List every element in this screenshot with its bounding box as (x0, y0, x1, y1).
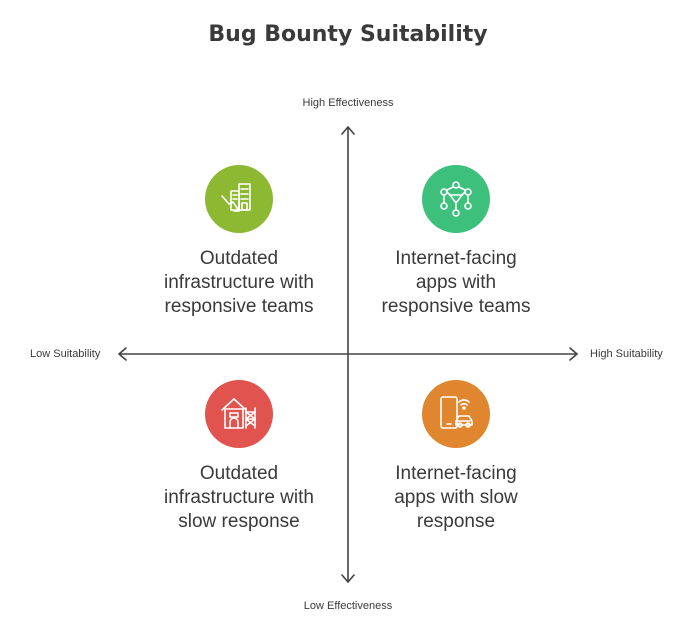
quadrant-line: infrastructure with (164, 487, 314, 508)
building-decline-icon (205, 165, 273, 233)
quadrant-line: Internet-facing (395, 463, 517, 484)
phone-car-icon (422, 380, 490, 448)
quadrant-text: Internet-facing apps with responsive tea… (356, 247, 556, 319)
axis-label-top: High Effectiveness (302, 97, 394, 109)
quadrant-line: responsive teams (164, 296, 314, 317)
quadrant-bottom-left: Outdated infrastructure with slow respon… (139, 380, 339, 534)
network-icon (422, 165, 490, 233)
quadrant-line: responsive teams (381, 296, 531, 317)
barn-icon (205, 380, 273, 448)
quadrant-line: infrastructure with (164, 272, 314, 293)
arrow-down-icon (341, 574, 355, 583)
quadrant-top-right: Internet-facing apps with responsive tea… (356, 165, 556, 319)
quadrant-top-left: Outdated infrastructure with responsive … (139, 165, 339, 319)
quadrant-text: Outdated infrastructure with responsive … (139, 247, 339, 319)
arrow-left-icon (118, 347, 127, 361)
quadrant-line: Outdated (199, 463, 279, 484)
quadrant-text: Internet-facing apps with slow response (356, 462, 556, 534)
quadrant-bottom-right: Internet-facing apps with slow response (356, 380, 556, 534)
diagram-title: Bug Bounty Suitability (208, 22, 488, 47)
axis-label-left: Low Suitability (30, 348, 101, 360)
quadrant-line: response (416, 511, 496, 532)
quadrant-line: apps with slow (394, 487, 518, 508)
axis-label-bottom: Low Effectiveness (303, 600, 393, 612)
arrow-right-icon (569, 347, 578, 361)
quadrant-line: Internet-facing (395, 248, 517, 269)
quadrant-line: Outdated (199, 248, 279, 269)
quadrant-line: apps with (415, 272, 497, 293)
quadrant-line: slow response (178, 511, 300, 532)
quadrant-text: Outdated infrastructure with slow respon… (139, 462, 339, 534)
arrow-up-icon (341, 126, 355, 135)
axis-label-right: High Suitability (590, 348, 663, 360)
